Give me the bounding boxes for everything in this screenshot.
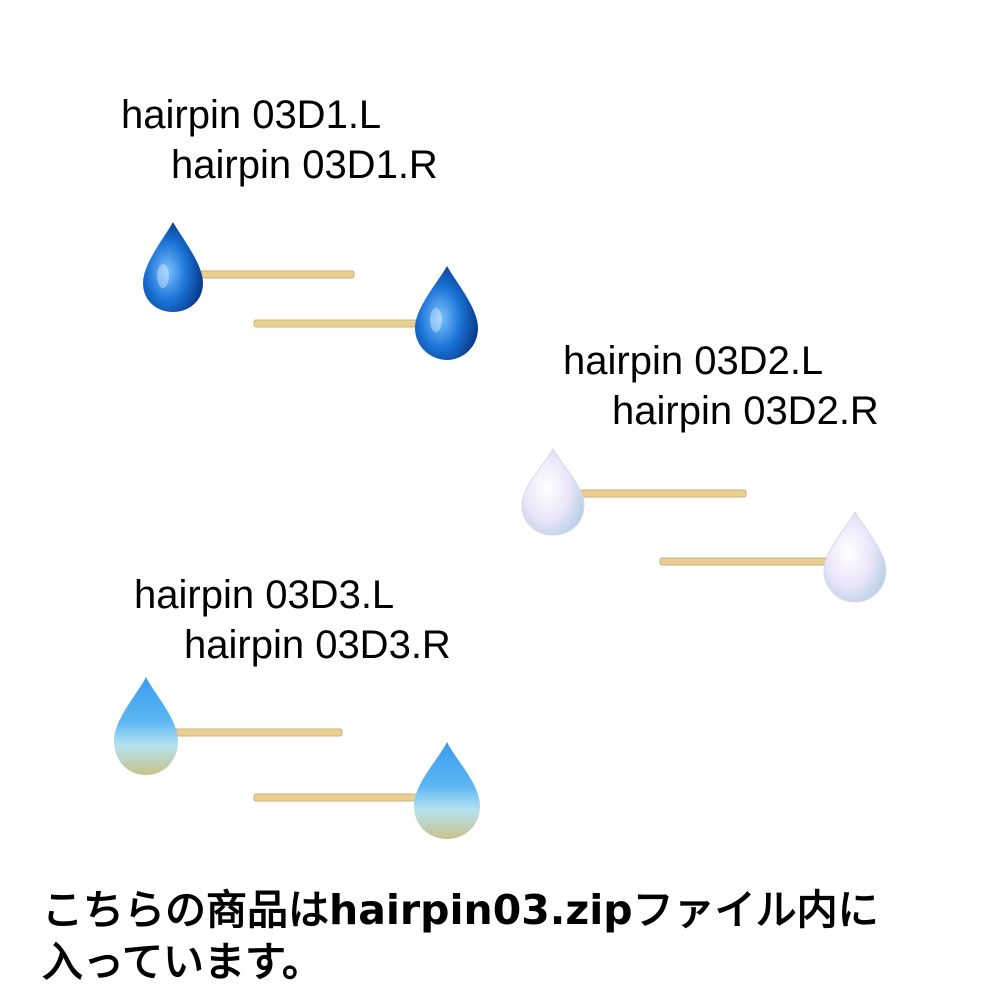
hairpin-03d1-l bbox=[143, 222, 355, 312]
hairpin-03d2-r bbox=[659, 510, 887, 603]
label-hairpin-03d3-r: hairpin 03D3.R bbox=[184, 623, 451, 667]
caption-line-2: 入っています。 bbox=[42, 938, 323, 986]
hairpin-03d3-l bbox=[114, 677, 343, 775]
teardrop-gem bbox=[114, 677, 178, 775]
hairpin-03d2-l bbox=[521, 447, 747, 536]
caption-line-1: こちらの商品はhairpin03.zipファイル内に bbox=[42, 886, 879, 934]
label-hairpin-03d3-l: hairpin 03D3.L bbox=[134, 573, 395, 617]
label-hairpin-03d2-l: hairpin 03D2.L bbox=[563, 339, 824, 383]
teardrop-gem bbox=[143, 222, 203, 312]
teardrop-gem bbox=[823, 510, 887, 603]
pin-stick bbox=[171, 728, 343, 737]
teardrop-gem bbox=[415, 266, 478, 360]
caption: こちらの商品はhairpin03.zipファイル内に 入っています。 bbox=[42, 884, 982, 988]
pin-stick bbox=[659, 557, 831, 566]
pin-stick bbox=[579, 489, 747, 498]
pin-stick bbox=[253, 793, 425, 802]
label-hairpin-03d1-r: hairpin 03D1.R bbox=[171, 143, 438, 187]
teardrop-gem bbox=[521, 447, 585, 536]
hairpin-03d1-r bbox=[253, 266, 478, 360]
hairpin-03d3-r bbox=[253, 742, 480, 839]
pin-stick bbox=[253, 319, 425, 328]
teardrop-gem bbox=[414, 742, 480, 839]
label-hairpin-03d2-r: hairpin 03D2.R bbox=[612, 389, 879, 433]
label-hairpin-03d1-l: hairpin 03D1.L bbox=[121, 93, 382, 137]
